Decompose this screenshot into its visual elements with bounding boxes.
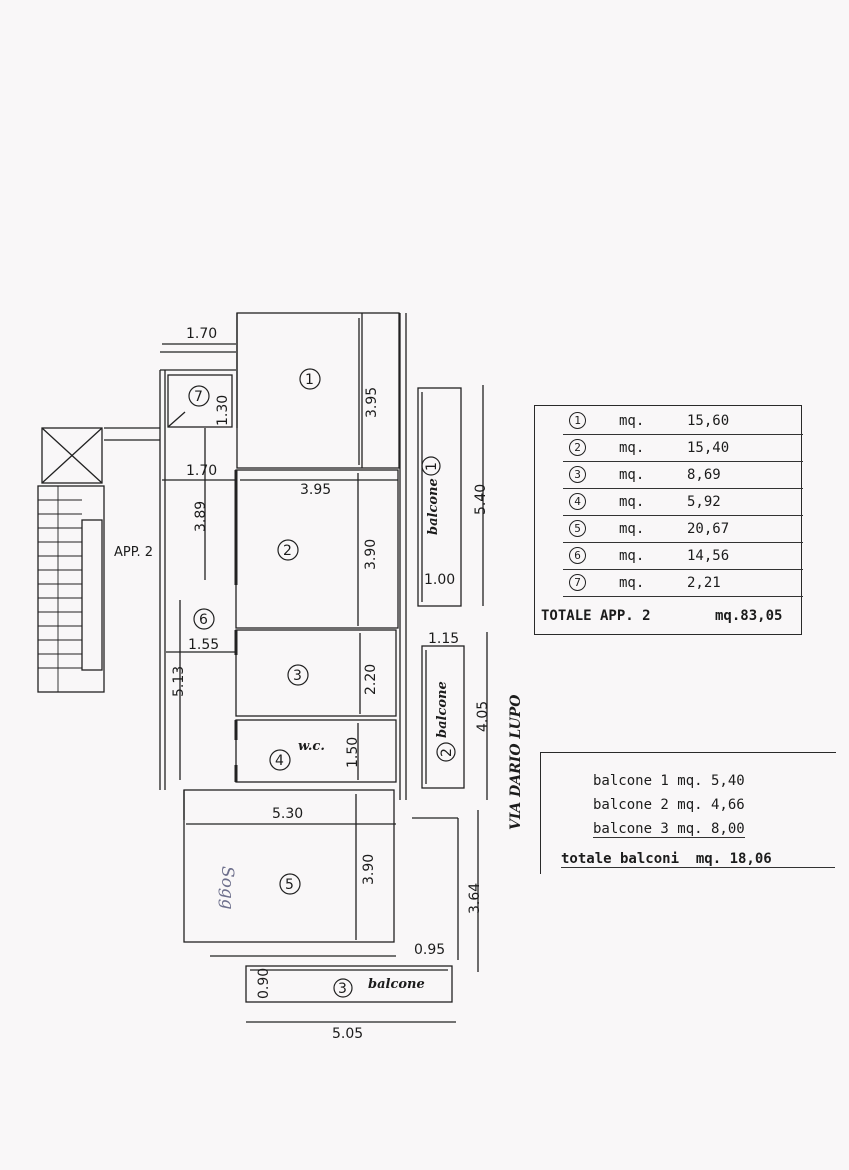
area-row-unit: mq. (619, 440, 645, 456)
area-row-number: 6 (569, 547, 586, 564)
balcone-2-area: balcone 2 mq. 4,66 (593, 797, 745, 813)
dim-530: 5.30 (272, 806, 303, 822)
dim-130: 1.30 (215, 395, 231, 426)
app-label: APP. 2 (114, 545, 153, 560)
area-row-number: 4 (569, 493, 586, 510)
balcone-3-label: balcone (368, 977, 425, 992)
dim-540: 5.40 (473, 484, 489, 515)
dim-090: 0.90 (256, 968, 272, 999)
balcone-1-area: balcone 1 mq. 5,40 (593, 773, 745, 789)
room-7-number: 7 (194, 389, 203, 405)
area-row: 4 mq. 5,92 (563, 491, 803, 516)
areas-total-value: mq.83,05 (715, 608, 783, 624)
dim-150: 1.50 (345, 737, 361, 768)
dim-389: 3.89 (193, 501, 209, 532)
street-label: VIA DARIO LUPO (508, 694, 524, 830)
room-1-number: 1 (305, 372, 314, 388)
wall-lines (37, 312, 488, 1023)
dim-170-top: 1.70 (186, 326, 217, 342)
dimension-labels: 1.70 1.30 3.95 1.70 3.95 3.89 3.90 5.40 … (171, 326, 491, 1042)
balcone-1-label: balcone (426, 478, 441, 535)
area-row-unit: mq. (619, 413, 645, 429)
balcone-3-number: 3 (338, 981, 347, 997)
areas-total: TOTALE APP. 2 mq.83,05 (541, 608, 801, 624)
area-row: 2 mq. 15,40 (563, 437, 803, 462)
room-4-number: 4 (275, 753, 284, 769)
room-markers: 1 2 3 4 5 6 7 (188, 368, 321, 895)
area-row-number: 5 (569, 520, 586, 537)
dim-095: 0.95 (414, 942, 445, 958)
dim-390-room2: 3.90 (363, 539, 379, 570)
dim-395-horiz: 3.95 (300, 482, 331, 498)
area-row-unit: mq. (619, 521, 645, 537)
room-3-number: 3 (293, 668, 302, 684)
dim-115: 1.15 (428, 631, 459, 647)
area-row: 7 mq. 2,21 (563, 572, 803, 597)
area-row-value: 15,60 (687, 413, 730, 429)
balconies-table: balcone 1 mq. 5,40 balcone 2 mq. 4,66 ba… (540, 752, 836, 874)
dim-100: 1.00 (424, 572, 455, 588)
dim-505: 5.05 (332, 1026, 363, 1042)
area-row: 6 mq. 14,56 (563, 545, 803, 570)
room-5-number: 5 (285, 877, 294, 893)
area-row-value: 14,56 (687, 548, 730, 564)
area-row-number: 2 (569, 439, 586, 456)
dim-170-mid: 1.70 (186, 463, 217, 479)
dim-364: 3.64 (467, 883, 483, 914)
balconies-total: totale balconi mq. 18,06 (561, 851, 835, 868)
room-5-handwritten-note: Sogg (217, 866, 237, 910)
areas-table: 1 mq. 15,60 2 mq. 15,40 3 mq. 8,69 4 mq.… (534, 405, 803, 635)
area-row-number: 1 (569, 412, 586, 429)
area-row-value: 5,92 (687, 494, 721, 510)
area-row-unit: mq. (619, 494, 645, 510)
balcone-2-label: balcone (435, 681, 450, 738)
area-row: 1 mq. 15,60 (563, 410, 803, 435)
dim-513: 5.13 (171, 666, 187, 697)
area-row: 3 mq. 8,69 (563, 464, 803, 489)
area-row-number: 7 (569, 574, 586, 591)
balcone-1-number: 1 (424, 462, 440, 471)
area-row-unit: mq. (619, 548, 645, 564)
area-row-number: 3 (569, 466, 586, 483)
room-2-number: 2 (283, 543, 292, 559)
dim-405: 4.05 (475, 701, 491, 732)
wc-label: w.c. (298, 739, 325, 754)
area-row-unit: mq. (619, 575, 645, 591)
area-row-value: 2,21 (687, 575, 721, 591)
area-row: 5 mq. 20,67 (563, 518, 803, 543)
area-row-value: 15,40 (687, 440, 730, 456)
area-row-value: 8,69 (687, 467, 721, 483)
balcone-3-area: balcone 3 mq. 8,00 (593, 821, 745, 838)
area-row-value: 20,67 (687, 521, 730, 537)
balcone-2-number: 2 (439, 748, 455, 757)
areas-total-label: TOTALE APP. 2 (541, 608, 651, 624)
dim-390-room5: 3.90 (361, 854, 377, 885)
room-6-number: 6 (199, 612, 208, 628)
dim-395-vert: 3.95 (364, 387, 380, 418)
dim-220: 2.20 (363, 664, 379, 695)
dim-155: 1.55 (188, 637, 219, 653)
area-row-unit: mq. (619, 467, 645, 483)
